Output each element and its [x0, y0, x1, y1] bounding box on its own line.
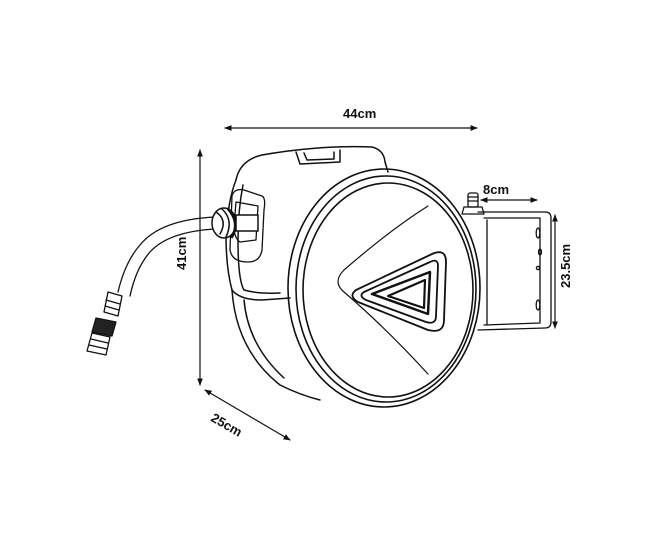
bracket-height-label: 23.5cm	[558, 243, 573, 288]
wall-bracket	[477, 211, 552, 331]
width-label: 44cm	[343, 106, 377, 121]
hose-stopper	[211, 207, 259, 239]
triangle-logo-icon	[351, 251, 447, 332]
front-cover	[287, 168, 481, 408]
water-inlet	[461, 192, 485, 215]
dimension-lines	[197, 125, 558, 441]
hose	[117, 216, 215, 297]
depth-dimension-line	[204, 389, 291, 441]
hose-connector	[86, 291, 123, 356]
housing	[225, 145, 389, 401]
bracket-depth-label: 8cm	[483, 182, 510, 197]
height-label: 41cm	[174, 236, 189, 270]
